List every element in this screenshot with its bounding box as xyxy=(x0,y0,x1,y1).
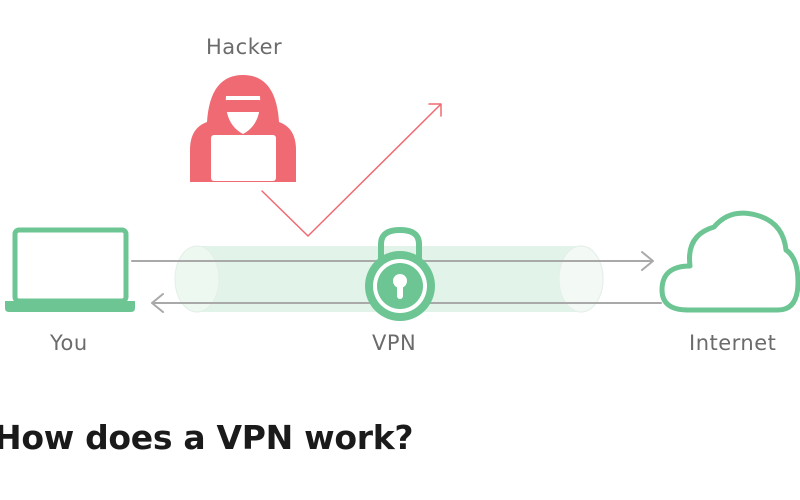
vpn-label: VPN xyxy=(372,331,417,355)
laptop-icon xyxy=(5,227,135,312)
tunnel-left-end xyxy=(174,245,220,313)
hooded-hacker-icon xyxy=(190,75,296,182)
hacker-attack-arrow xyxy=(261,103,442,237)
you-label: You xyxy=(50,331,88,355)
page-heading: How does a VPN work? xyxy=(0,418,414,457)
laptop-screen xyxy=(12,227,129,304)
hacker-label: Hacker xyxy=(206,35,283,59)
cloud-icon xyxy=(659,210,800,313)
hacker-laptop xyxy=(211,135,276,181)
tunnel-right-end xyxy=(558,245,604,313)
laptop-base xyxy=(5,301,135,312)
padlock-icon xyxy=(365,226,435,321)
keyhole-top xyxy=(393,274,407,288)
keyhole-slot xyxy=(397,284,403,299)
padlock-shackle xyxy=(378,226,422,260)
internet-label: Internet xyxy=(689,331,777,355)
hacker-sunglasses xyxy=(224,100,262,112)
